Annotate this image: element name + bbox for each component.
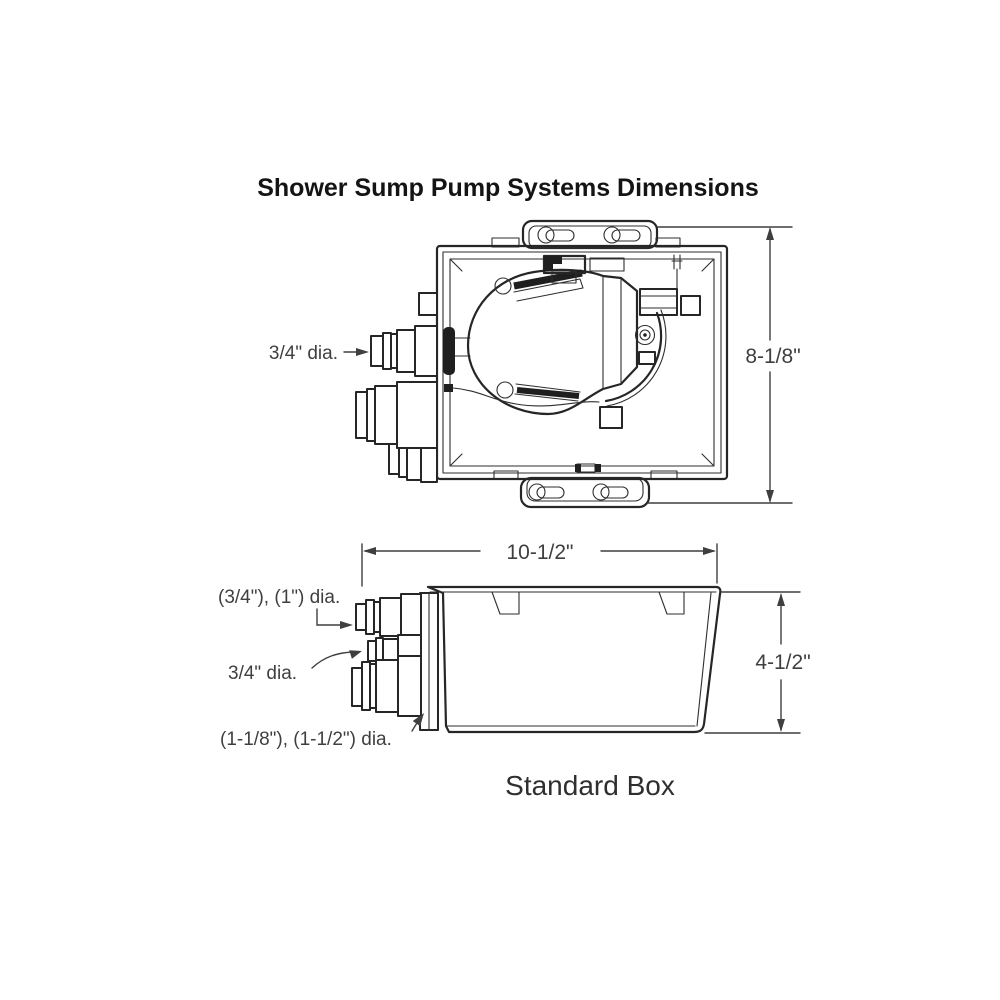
side-tab-right bbox=[658, 591, 685, 615]
pump-head-arc bbox=[604, 311, 663, 403]
arrow-right-icon bbox=[356, 348, 369, 356]
arrow-right-icon bbox=[340, 621, 353, 629]
side-height-dimension: 4-1/2" bbox=[704, 591, 811, 734]
pump-wire bbox=[452, 387, 600, 407]
plan-inlet-label: 3/4" dia. bbox=[269, 343, 338, 364]
side-top-fitting-callout: (3/4"), (1") dia. bbox=[218, 587, 353, 629]
arrow-up-right-icon bbox=[349, 650, 362, 659]
arrow-up-icon bbox=[766, 227, 774, 240]
view-caption: Standard Box bbox=[505, 770, 675, 801]
side-bottom-fitting-callout: (1-1/8"), (1-1/2") dia. bbox=[220, 713, 424, 750]
pump-foot bbox=[599, 406, 623, 429]
top-mounting-bracket bbox=[521, 219, 659, 250]
plan-height-value: 8-1/8" bbox=[745, 345, 800, 368]
arrow-up-icon bbox=[412, 713, 424, 727]
plan-height-dimension: 8-1/8" bbox=[647, 226, 801, 504]
bottom-edge-tab-left bbox=[493, 470, 519, 480]
pump-assembly bbox=[443, 254, 701, 429]
side-view-drawing: 10-1/2" bbox=[218, 541, 811, 801]
side-tab-left bbox=[491, 591, 520, 615]
side-width-value: 10-1/2" bbox=[507, 541, 574, 564]
pump-clamp-top bbox=[513, 269, 583, 290]
side-top-fitting-label: (3/4"), (1") dia. bbox=[218, 587, 340, 608]
arrow-up-icon bbox=[777, 593, 785, 606]
plan-inlet-callout: 3/4" dia. bbox=[269, 343, 369, 364]
discharge-port bbox=[639, 288, 678, 316]
side-bottom-fitting-label: (1-1/8"), (1-1/2") dia. bbox=[220, 729, 392, 750]
pump-clamp-bottom bbox=[516, 387, 580, 399]
side-width-dimension: 10-1/2" bbox=[361, 541, 718, 587]
box-side-outline bbox=[426, 585, 722, 734]
plan-inlet-fittings bbox=[355, 292, 438, 483]
side-height-value: 4-1/2" bbox=[755, 651, 810, 674]
arrow-down-icon bbox=[777, 719, 785, 732]
box-plan-outline bbox=[435, 244, 729, 481]
top-view-drawing: 3/4" dia. 8-1/8" bbox=[269, 219, 801, 509]
bottom-edge-tab-right bbox=[650, 470, 678, 480]
pump-clip-ring-bottom bbox=[496, 381, 514, 399]
inlet-wall-pad bbox=[443, 327, 455, 375]
side-middle-fitting-callout: 3/4" dia. bbox=[228, 650, 362, 684]
pump-body bbox=[466, 268, 639, 416]
side-fittings bbox=[351, 592, 439, 731]
diagram-title: Shower Sump Pump Systems Dimensions bbox=[257, 174, 759, 202]
bottom-mounting-bracket bbox=[519, 476, 651, 509]
arrow-left-icon bbox=[363, 547, 376, 555]
side-middle-fitting-label: 3/4" dia. bbox=[228, 663, 297, 684]
pump-clip-ring-top bbox=[494, 277, 512, 295]
arrow-down-icon bbox=[766, 490, 774, 503]
arrow-right-icon bbox=[703, 547, 716, 555]
